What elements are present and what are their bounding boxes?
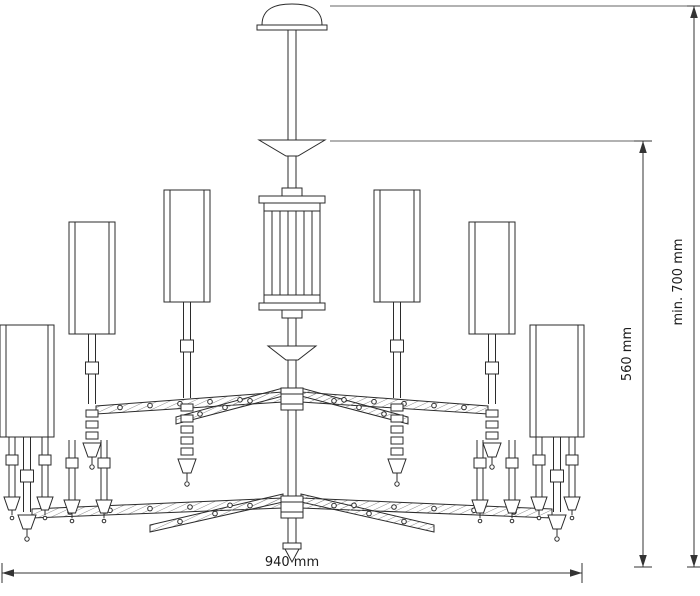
- dimension-width: 940 mm: [1, 555, 583, 583]
- lamp-upper-inner-right: [373, 189, 421, 487]
- stem-collar-top: [281, 187, 303, 197]
- bottom-finial: [282, 542, 302, 564]
- lamp-upper-outer-left: [68, 221, 116, 470]
- width-dimension-label: 940 mm: [265, 555, 319, 570]
- lamp-upper-inner-left: [163, 189, 211, 487]
- height-dimension-label: 560 mm: [620, 327, 635, 381]
- dimension-height: 560 mm: [620, 140, 652, 568]
- lower-tier-arms: [31, 493, 553, 533]
- lamp-upper-outer-right: [468, 221, 516, 470]
- central-column: [258, 195, 326, 311]
- upper-arm-hub: [280, 387, 304, 411]
- lower-arm-hub: [280, 495, 304, 519]
- dimension-min-height: min. 700 mm: [671, 5, 700, 568]
- ceiling-canopy: [256, 3, 328, 31]
- candle-drop: [530, 436, 548, 521]
- candle-drop: [3, 436, 21, 521]
- stem-collar-bottom: [281, 309, 303, 319]
- dimension-annotations: 940 mm 560 mm min. 700 mm: [1, 5, 700, 583]
- upper-cone: [257, 139, 327, 157]
- candle-drop: [563, 436, 581, 521]
- arm-beads-upper: [117, 397, 467, 417]
- middle-cone: [266, 345, 318, 361]
- candle-drop: [36, 436, 54, 521]
- min-height-dimension-label: min. 700 mm: [671, 238, 686, 325]
